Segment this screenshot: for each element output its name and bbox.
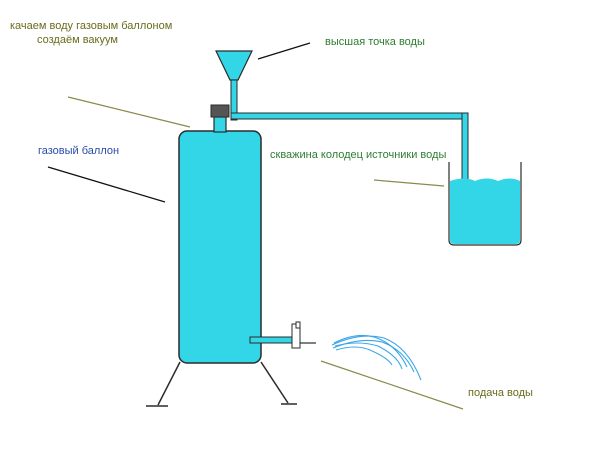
label-water-supply: подача воды bbox=[468, 387, 533, 399]
funnel bbox=[215, 50, 253, 81]
pointer-source bbox=[373, 179, 445, 187]
label-gas-cylinder: газовый баллон bbox=[38, 145, 120, 157]
label-highest-point: высшая точка воды bbox=[325, 36, 425, 48]
gas-cylinder bbox=[178, 130, 262, 364]
horizontal-pipe bbox=[230, 112, 469, 120]
pointer-water-supply bbox=[320, 360, 464, 410]
cylinder-neck bbox=[213, 116, 227, 133]
label-pump-line1: качаем воду газовым баллоном bbox=[10, 20, 173, 32]
label-source: скважина колодец источники воды bbox=[270, 149, 447, 161]
label-pump-line2: создаём вакуум bbox=[37, 34, 118, 46]
tank-pipe bbox=[461, 112, 469, 188]
outlet-pipe bbox=[249, 336, 299, 344]
pointer-gas-cylinder bbox=[47, 166, 166, 203]
source-tank-water bbox=[450, 178, 520, 244]
pointer-highest-point bbox=[257, 42, 311, 60]
cylinder-legs bbox=[146, 361, 297, 407]
pointer-pump bbox=[67, 96, 191, 128]
funnel-pipe bbox=[230, 79, 238, 121]
source-tank-wall bbox=[448, 162, 522, 246]
top-valve bbox=[210, 104, 230, 118]
outlet-tap-handle bbox=[295, 321, 301, 329]
water-spray bbox=[331, 334, 422, 381]
